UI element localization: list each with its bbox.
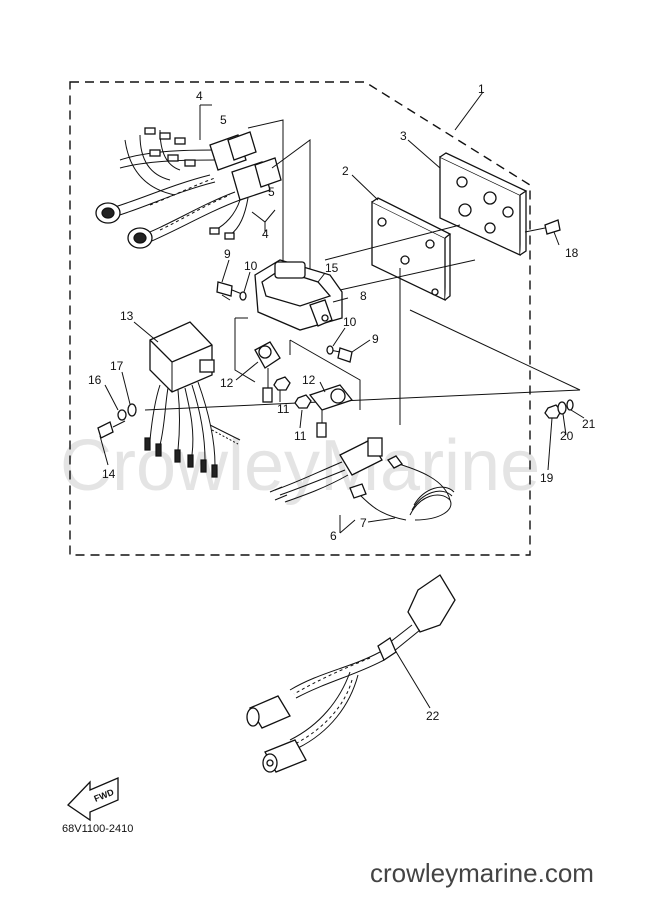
sensor-12-left bbox=[254, 341, 281, 403]
callout-18: 18 bbox=[565, 246, 579, 260]
washer-10-upper bbox=[239, 291, 247, 301]
washer-21 bbox=[566, 399, 574, 411]
plug-6 bbox=[269, 437, 383, 503]
screw-18 bbox=[524, 219, 561, 235]
assembly-boundary bbox=[69, 81, 531, 556]
callout-7: 7 bbox=[360, 516, 367, 530]
washer-17 bbox=[127, 403, 137, 417]
callout-13: 13 bbox=[120, 309, 134, 323]
callout-22: 22 bbox=[426, 709, 440, 723]
washer-20 bbox=[557, 401, 567, 415]
callout-8: 8 bbox=[360, 289, 367, 303]
washer-16 bbox=[117, 409, 127, 421]
watermark-text: CrowleyMarine bbox=[60, 426, 540, 506]
nut-19 bbox=[544, 404, 562, 419]
bracket bbox=[254, 259, 343, 331]
screw-9-upper bbox=[216, 281, 243, 297]
control-unit bbox=[144, 321, 241, 478]
gasket-plate bbox=[439, 152, 528, 257]
callout-1: 1 bbox=[478, 82, 485, 96]
nut-11-right bbox=[294, 394, 312, 409]
callout-12-left: 12 bbox=[220, 376, 234, 390]
diagram-code: 68V1100-2410 bbox=[62, 823, 133, 835]
callout-10-upper: 10 bbox=[244, 259, 258, 273]
callout-4-lower: 4 bbox=[262, 227, 269, 241]
callout-6: 6 bbox=[330, 529, 337, 543]
callout-3: 3 bbox=[400, 129, 407, 143]
callout-21: 21 bbox=[582, 417, 596, 431]
callout-14: 14 bbox=[102, 467, 116, 481]
callout-10-lower: 10 bbox=[343, 315, 357, 329]
callout-15: 15 bbox=[325, 261, 339, 275]
callout-2: 2 bbox=[342, 164, 349, 178]
sensor-12-right bbox=[308, 384, 354, 438]
callout-17: 17 bbox=[110, 359, 124, 373]
footer-url: crowleymarine.com bbox=[370, 858, 594, 888]
callout-11-left: 11 bbox=[277, 402, 290, 416]
screw-14 bbox=[97, 420, 126, 439]
callout-5-lower: 5 bbox=[268, 185, 275, 199]
callout-20: 20 bbox=[560, 429, 574, 443]
lanyard-lead-7 bbox=[349, 455, 455, 521]
mounting-plate bbox=[371, 197, 452, 302]
fwd-arrow: FWD bbox=[67, 777, 119, 822]
extension-harness bbox=[246, 574, 456, 773]
callout-12-right: 12 bbox=[302, 373, 316, 387]
callout-19: 19 bbox=[540, 471, 554, 485]
callout-16: 16 bbox=[88, 373, 102, 387]
callout-5-upper: 5 bbox=[220, 113, 227, 127]
callout-11-right: 11 bbox=[294, 429, 307, 443]
callout-9-upper: 9 bbox=[224, 247, 231, 261]
washer-10-lower bbox=[326, 345, 334, 355]
callout-4-upper: 4 bbox=[196, 89, 203, 103]
wire-harness-upper bbox=[95, 127, 282, 249]
nut-11-left bbox=[273, 376, 291, 391]
callout-9-lower: 9 bbox=[372, 332, 379, 346]
